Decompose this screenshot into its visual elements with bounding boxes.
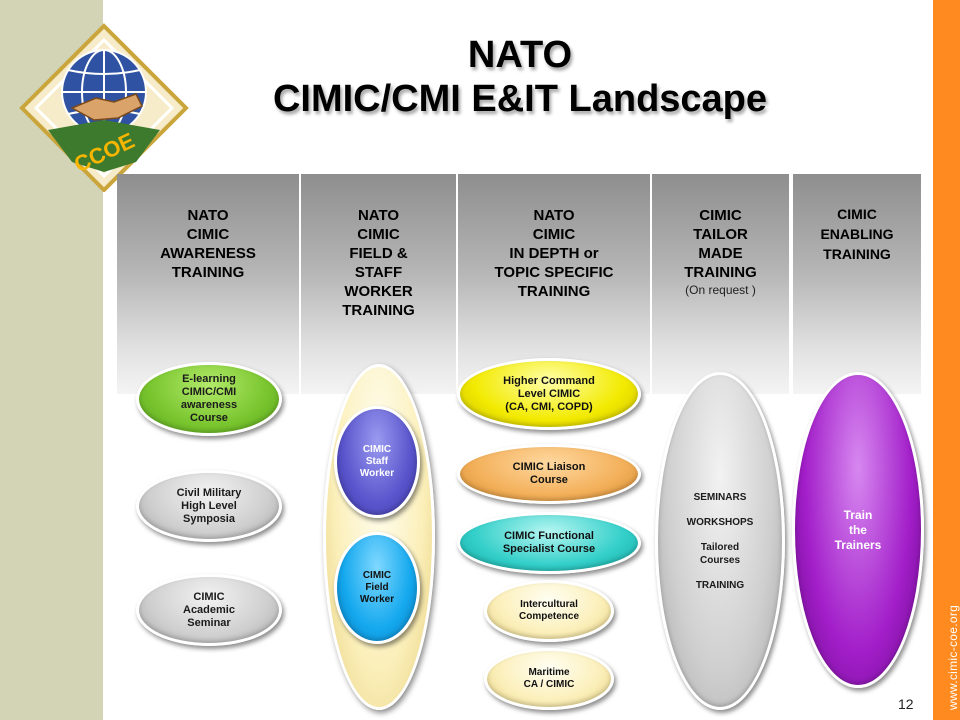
col-line: CIMIC <box>532 226 576 243</box>
functional-specialist-pill[interactable]: CIMIC Functional Specialist Course <box>457 512 641 574</box>
staff-worker-pill[interactable]: CIMIC Staff Worker <box>334 406 420 518</box>
pill-line: Level CIMIC <box>517 387 581 400</box>
pill-line: CIMIC Functional <box>504 530 594 542</box>
col-line: TRAINING <box>517 283 591 300</box>
intercultural-competence-pill[interactable]: Intercultural Competence <box>484 580 614 642</box>
liaison-course-pill[interactable]: CIMIC Liaison Course <box>457 444 641 504</box>
col-line: FIELD & <box>349 245 408 262</box>
pill-line: Higher Command <box>503 374 595 387</box>
column-tailor-made: CIMIC TAILOR MADE TRAINING (On request ) <box>652 174 789 394</box>
pill-line: Trainers <box>834 537 882 552</box>
higher-command-pill[interactable]: Higher Command Level CIMIC (CA, CMI, COP… <box>457 358 641 430</box>
col-line: TRAINING <box>684 264 757 281</box>
column-awareness-heading: NATO CIMIC AWARENESS TRAINING <box>117 206 299 282</box>
pill-line: CIMIC <box>193 590 225 603</box>
pill-line: CIMIC Liaison <box>512 461 586 473</box>
col-line: CIMIC <box>186 226 230 243</box>
column-enabling: CIMIC ENABLING TRAINING <box>793 174 921 394</box>
col-line: NATO <box>533 207 575 224</box>
pill-line: SEMINARS <box>693 491 747 503</box>
pill-line: awareness <box>180 399 238 411</box>
pill-line: CIMIC <box>362 570 392 581</box>
column-awareness: NATO CIMIC AWARENESS TRAINING <box>117 174 299 394</box>
pill-line: CIMIC <box>362 444 392 455</box>
col-line: TAILOR <box>693 226 748 243</box>
pill-line: Worker <box>359 468 395 479</box>
col-line: WORKER <box>344 283 413 300</box>
pill-line: Seminar <box>187 616 231 629</box>
right-accent-bar <box>933 0 960 720</box>
col-line: TRAINING <box>171 264 245 281</box>
pill-line: Symposia <box>183 512 235 525</box>
col-line: TOPIC SPECIFIC <box>494 264 614 281</box>
elearning-course-pill[interactable]: E-learning CIMIC/CMI awareness Course <box>136 362 282 436</box>
col-line: MADE <box>698 245 743 262</box>
col-line: NATO <box>187 207 229 224</box>
col-line: TRAINING <box>823 246 891 262</box>
col-line: CIMIC <box>837 206 877 222</box>
title-line-1: NATO <box>467 34 573 76</box>
ccoe-logo: CCOE <box>19 23 189 192</box>
column-tailor-made-heading: CIMIC TAILOR MADE TRAINING (On request ) <box>652 206 789 298</box>
col-line: STAFF <box>354 264 403 281</box>
pill-line: Specialist Course <box>502 543 596 555</box>
website-url: www.cimic-coe.org <box>946 604 960 710</box>
pill-line: CIMIC/CMI <box>181 386 237 398</box>
col-line: CIMIC <box>699 207 742 224</box>
pill-line: Staff <box>365 456 389 467</box>
pill-line: WORKSHOPS <box>686 516 754 528</box>
pill-line: Competence <box>518 611 579 622</box>
col-line: TRAINING <box>342 302 415 319</box>
col-line: IN DEPTH or <box>509 245 599 262</box>
pill-line: the <box>848 522 867 537</box>
title-line-2: CIMIC/CMI E&IT Landscape <box>272 78 768 120</box>
col-line: AWARENESS <box>160 245 256 262</box>
maritime-pill[interactable]: Maritime CA / CIMIC <box>484 648 614 710</box>
pill-line: Maritime <box>528 667 570 678</box>
field-worker-pill[interactable]: CIMIC Field Worker <box>334 532 420 644</box>
pill-line: Courses <box>699 554 740 566</box>
train-the-trainers-pill[interactable]: Train the Trainers <box>792 372 924 688</box>
pill-line: Field <box>365 582 389 593</box>
col-line: NATO <box>357 207 400 224</box>
pill-line: E-learning <box>182 373 236 385</box>
academic-seminar-pill[interactable]: CIMIC Academic Seminar <box>136 574 282 646</box>
pill-line: Course <box>530 474 568 486</box>
pill-line: High Level <box>181 499 237 512</box>
pill-line: TRAINING <box>695 579 745 591</box>
tailored-training-pill[interactable]: SEMINARS WORKSHOPS Tailored Courses TRAI… <box>655 372 785 710</box>
col-line: CIMIC <box>357 226 400 243</box>
column-field-staff-heading: NATO CIMIC FIELD & STAFF WORKER TRAINING <box>301 206 456 320</box>
column-in-depth: NATO CIMIC IN DEPTH or TOPIC SPECIFIC TR… <box>458 174 650 394</box>
column-in-depth-heading: NATO CIMIC IN DEPTH or TOPIC SPECIFIC TR… <box>458 206 650 301</box>
pill-line: Intercultural <box>520 599 578 610</box>
pill-line: CA / CIMIC <box>523 679 575 690</box>
pill-line: Tailored <box>700 541 740 553</box>
column-subtitle: (On request ) <box>685 283 756 297</box>
pill-line: Course <box>190 412 228 424</box>
pill-line: Civil Military <box>176 486 242 499</box>
column-field-staff: NATO CIMIC FIELD & STAFF WORKER TRAINING <box>301 174 456 394</box>
page-title: NATO CIMIC/CMI E&IT Landscape <box>170 33 870 121</box>
page-number: 12 <box>898 696 914 712</box>
pill-line: Academic <box>183 603 235 616</box>
column-enabling-heading: CIMIC ENABLING TRAINING <box>793 204 921 264</box>
pill-line: (CA, CMI, COPD) <box>505 400 593 413</box>
col-line: ENABLING <box>820 226 894 242</box>
civil-military-symposia-pill[interactable]: Civil Military High Level Symposia <box>136 470 282 542</box>
pill-line: Worker <box>359 594 395 605</box>
pill-line: Train <box>843 507 873 522</box>
